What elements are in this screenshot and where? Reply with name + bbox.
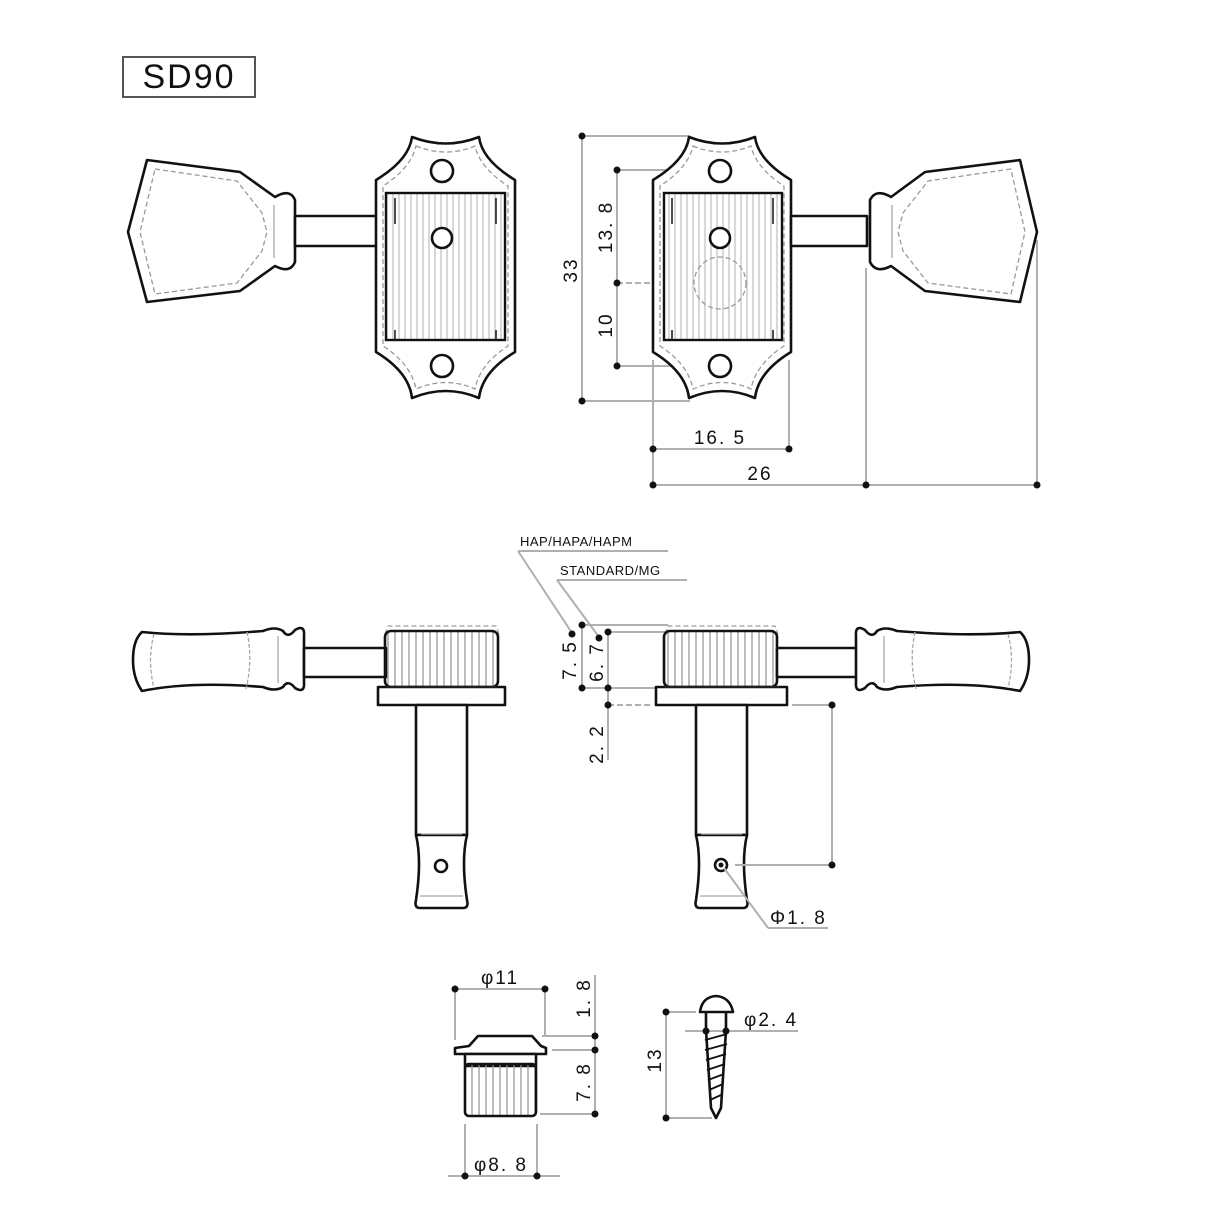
tuner-side-view-right: HAP/HAPA/HAPM STANDARD/MG 7. 5 6. 7 2. 2 — [517, 534, 1031, 929]
screw-drawing: φ2. 4 13 — [645, 994, 798, 1122]
dim-center-to-hole: 10 — [596, 312, 617, 337]
dim-screw-length: 13 — [645, 1047, 666, 1072]
dim-bushing-flange-height: 1. 8 — [574, 978, 595, 1018]
variant-label-standard: STANDARD/MG — [560, 563, 661, 578]
dim-standard-height: 6. 7 — [587, 642, 608, 682]
model-title: SD90 — [122, 56, 256, 98]
mount-hole-top — [429, 158, 455, 184]
dim-bushing-body-diameter: φ8. 8 — [474, 1155, 528, 1176]
tuner-shaft-left — [293, 214, 387, 248]
tuner-housing-left — [374, 135, 517, 400]
dim-screw-diameter: φ2. 4 — [744, 1010, 798, 1031]
dim-hole-to-center: 13. 8 — [596, 201, 617, 253]
tuner-side-view-left — [131, 625, 507, 910]
string-hole-left — [433, 858, 449, 874]
tuner-button-side-left — [131, 626, 306, 693]
tuner-front-view-left — [126, 135, 517, 400]
dim-bushing-body-height: 7. 8 — [574, 1062, 595, 1102]
dim-housing-to-post: 16. 5 — [694, 428, 746, 449]
tuner-housing-right — [651, 135, 793, 400]
tuner-button-right — [868, 158, 1039, 304]
tuner-button-left — [126, 158, 297, 304]
dim-overall-height: 33 — [561, 257, 582, 282]
dim-hap-height: 7. 5 — [560, 640, 581, 680]
dim-overall-width: 26 — [747, 464, 772, 485]
dim-bushing-outer-diameter: φ11 — [481, 968, 519, 989]
tuner-back-view-right: 33 13. 8 10 16. 5 26 — [561, 132, 1041, 489]
mount-hole-bottom — [429, 353, 455, 379]
variant-label-hap: HAP/HAPA/HAPM — [520, 534, 632, 549]
tuner-button-side-right — [854, 626, 1031, 693]
bushing-drawing: φ11 1. 8 7. 8 φ8. 8 — [448, 968, 599, 1180]
dim-string-hole: Φ1. 8 — [770, 908, 827, 929]
gear-screw-hole — [430, 226, 454, 250]
dim-flange: 2. 2 — [587, 724, 608, 764]
